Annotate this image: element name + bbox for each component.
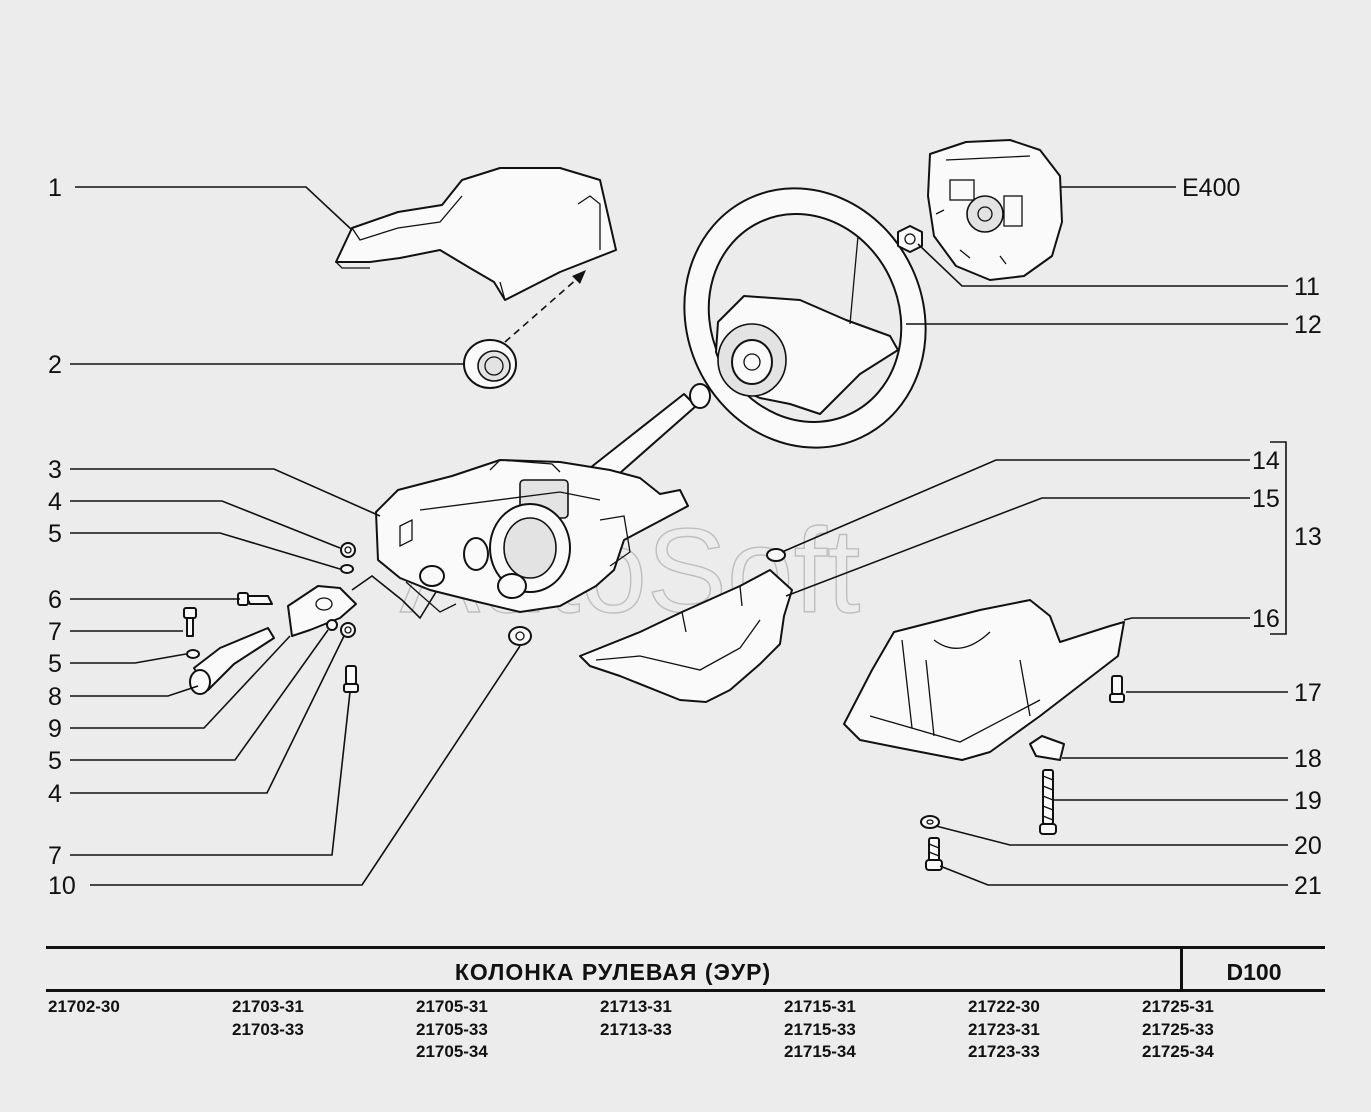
callout-9: 9 (48, 715, 62, 743)
screw-19 (1039, 769, 1057, 835)
model-number: 21725-31 (1142, 997, 1214, 1016)
lower-shroud-15 (579, 569, 793, 703)
callout-1: 1 (48, 174, 62, 202)
model-number: 21713-33 (600, 1019, 672, 1039)
callout-8: 8 (48, 683, 62, 711)
model-number: 21705-33 (416, 1019, 488, 1039)
nut-4b (340, 622, 356, 638)
model-list: 21702-30 21703-31 21703-33 21705-31 2170… (46, 996, 1325, 1076)
ring (463, 339, 517, 389)
callout-18: 18 (1294, 745, 1322, 773)
callout-2: 2 (48, 351, 62, 379)
model-column-2: 21703-31 21703-33 (232, 996, 304, 1041)
callout-11: 11 (1294, 273, 1320, 301)
diagram-title: КОЛОНКА РУЛЕВАЯ (ЭУР) (454, 959, 772, 985)
washer-5a (340, 564, 354, 574)
clip-14 (766, 548, 786, 562)
title-divider (1180, 949, 1183, 989)
model-number: 21723-31 (968, 1019, 1040, 1039)
callout-labels: 1 2 3 4 5 6 7 5 8 9 5 4 7 10 E400 11 12 … (48, 174, 1322, 900)
model-number: 21705-31 (416, 997, 488, 1016)
washer-20 (920, 815, 940, 829)
bolt-7b (343, 665, 359, 693)
model-number: 21723-33 (968, 1042, 1040, 1061)
callout-4a: 4 (48, 488, 62, 516)
steering-wheel (683, 187, 927, 449)
model-number: 21715-33 (784, 1019, 856, 1039)
model-number: 21725-33 (1142, 1019, 1214, 1039)
callout-16: 16 (1252, 605, 1280, 633)
callout-7b: 7 (48, 842, 62, 870)
callout-3: 3 (48, 456, 62, 484)
model-number: 21705-34 (416, 1042, 488, 1061)
model-number: 21702-30 (48, 997, 120, 1016)
assembly-arrow (504, 270, 586, 343)
callout-20: 20 (1294, 832, 1322, 860)
model-number: 21722-30 (968, 997, 1040, 1016)
callout-21: 21 (1294, 872, 1322, 900)
bolt-7a (183, 607, 197, 637)
callout-e400: E400 (1182, 174, 1240, 202)
leader-lines (70, 186, 1288, 886)
nut-11 (897, 225, 923, 253)
coupling-9 (287, 585, 357, 637)
bolt-6 (237, 592, 273, 606)
callout-5a: 5 (48, 520, 62, 548)
callout-17: 17 (1294, 679, 1322, 707)
screw-17 (1109, 675, 1125, 703)
callout-6: 6 (48, 586, 62, 614)
callout-5c: 5 (48, 747, 62, 775)
exploded-parts-diagram: AutoSoft (48, 139, 1322, 900)
callout-5b: 5 (48, 650, 62, 678)
model-column-7: 21725-31 21725-33 21725-34 (1142, 996, 1214, 1064)
callout-10: 10 (48, 872, 76, 900)
model-column-4: 21713-31 21713-33 (600, 996, 672, 1041)
callout-14: 14 (1252, 447, 1280, 475)
model-column-1: 21702-30 (48, 996, 120, 1019)
model-column-3: 21705-31 21705-33 21705-34 (416, 996, 488, 1064)
callout-7a: 7 (48, 618, 62, 646)
diagram-code: D100 (1226, 959, 1282, 985)
model-number: 21725-34 (1142, 1042, 1214, 1061)
model-column-6: 21722-30 21723-31 21723-33 (968, 996, 1040, 1064)
callout-12: 12 (1294, 311, 1322, 339)
steering-column (375, 383, 711, 613)
washer-5b (186, 649, 200, 659)
upper-shroud (335, 167, 617, 301)
intermediate-shaft-8 (189, 627, 275, 695)
model-column-5: 21715-31 21715-33 21715-34 (784, 996, 856, 1064)
screw-21 (925, 837, 943, 871)
nut-10 (508, 626, 532, 646)
callout-15: 15 (1252, 485, 1280, 513)
model-number: 21715-34 (784, 1042, 856, 1061)
nut-4a (340, 542, 356, 558)
callout-19: 19 (1294, 787, 1322, 815)
lower-shroud-16 (843, 599, 1125, 761)
callout-13: 13 (1294, 523, 1322, 551)
washer-5c (326, 619, 338, 631)
model-number: 21703-33 (232, 1019, 304, 1039)
model-number: 21713-31 (600, 997, 672, 1016)
model-number: 21715-31 (784, 997, 856, 1016)
clip-18 (1029, 735, 1065, 761)
callout-4b: 4 (48, 780, 62, 808)
airbag-module (927, 139, 1063, 281)
title-block: КОЛОНКА РУЛЕВАЯ (ЭУР) D100 (46, 946, 1325, 992)
model-number: 21703-31 (232, 997, 304, 1016)
